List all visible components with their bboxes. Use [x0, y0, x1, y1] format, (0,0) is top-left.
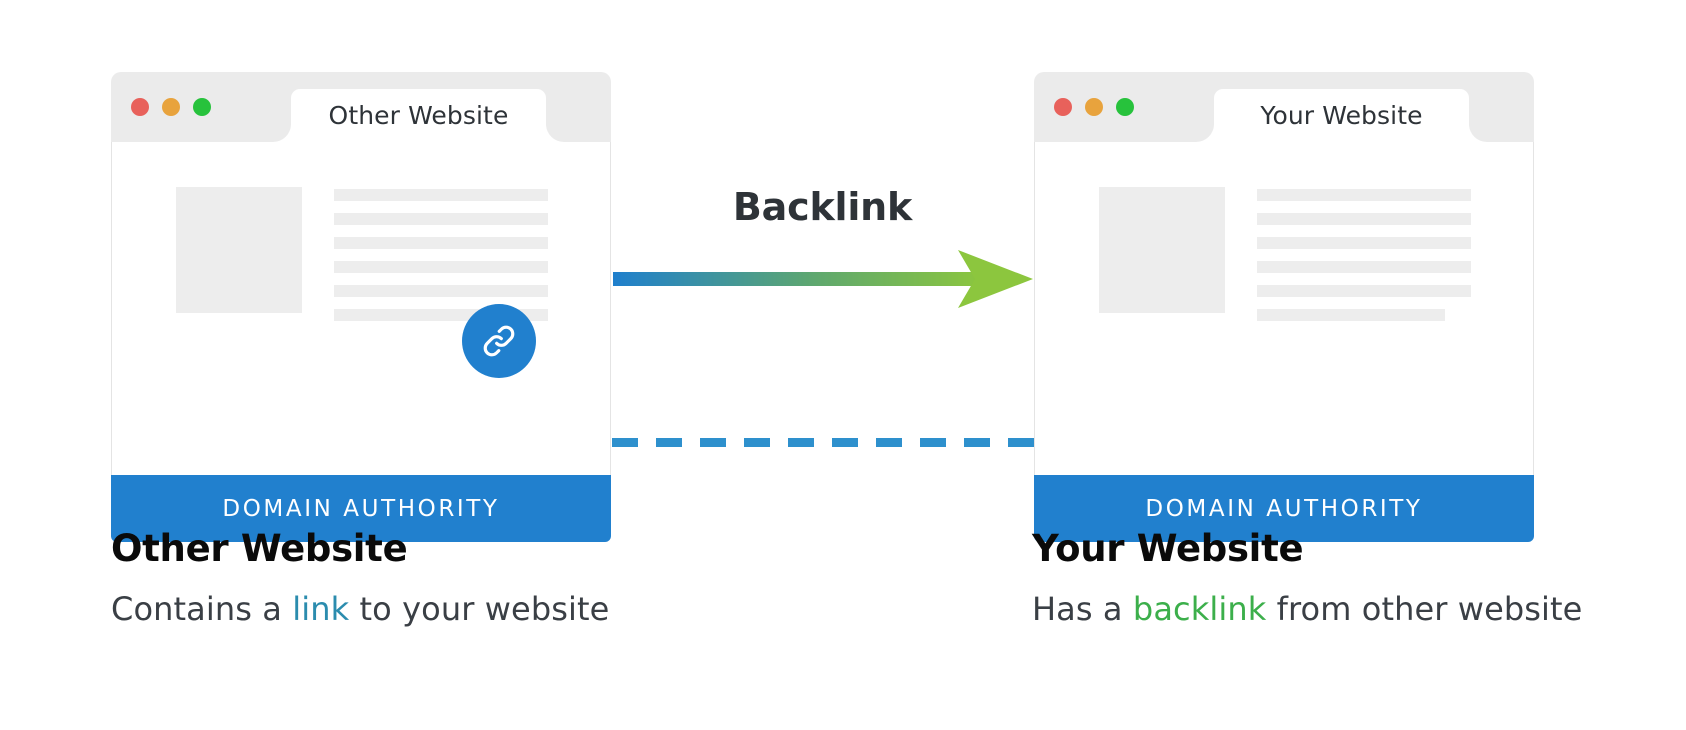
domain-authority-label: DOMAIN AUTHORITY: [222, 495, 500, 522]
caption-title: Other Website: [111, 527, 408, 570]
placeholder-line: [334, 285, 548, 297]
placeholder-line: [334, 237, 548, 249]
content-placeholder-block: [176, 187, 548, 321]
placeholder-line: [334, 213, 548, 225]
browser-window-your-website: Your Website DOMAIN AUTHORITY: [1034, 72, 1534, 542]
page-content-your-website: [1034, 142, 1534, 475]
backlink-arrow: [613, 245, 1033, 315]
close-dot-icon[interactable]: [131, 98, 149, 116]
image-placeholder: [176, 187, 302, 313]
placeholder-line: [334, 189, 548, 201]
window-controls: [131, 98, 211, 116]
caption-prefix: Has a: [1032, 590, 1133, 628]
placeholder-line: [1257, 213, 1471, 225]
caption-your-website: Your Website Has a backlink from other w…: [1032, 530, 1672, 625]
dashed-line-icon: [612, 438, 1034, 447]
link-icon: [483, 325, 515, 357]
placeholder-line: [1257, 189, 1471, 201]
maximize-dot-icon[interactable]: [193, 98, 211, 116]
browser-chrome-bar: Other Website: [111, 72, 611, 142]
minimize-dot-icon[interactable]: [1085, 98, 1103, 116]
text-placeholder-lines: [1257, 187, 1471, 321]
browser-tab-label: Your Website: [1260, 101, 1423, 130]
page-content-other-website: [111, 142, 611, 475]
caption-subtitle: Contains a link to your website: [111, 593, 751, 625]
placeholder-line: [334, 261, 548, 273]
browser-tab-your-website[interactable]: Your Website: [1196, 89, 1487, 142]
caption-keyword-backlink[interactable]: backlink: [1132, 590, 1267, 628]
minimize-dot-icon[interactable]: [162, 98, 180, 116]
tab-shoulder-right: [546, 124, 564, 142]
domain-authority-label: DOMAIN AUTHORITY: [1145, 495, 1423, 522]
tab-shoulder-left: [1196, 124, 1214, 142]
caption-other-website: Other Website Contains a link to your we…: [111, 530, 751, 625]
maximize-dot-icon[interactable]: [1116, 98, 1134, 116]
domain-authority-dashed-connector: [612, 432, 1034, 447]
caption-suffix: from other website: [1266, 590, 1583, 628]
backlink-label: Backlink: [732, 185, 913, 229]
tab-shoulder-right: [1469, 124, 1487, 142]
placeholder-line: [1257, 309, 1446, 321]
window-controls: [1054, 98, 1134, 116]
placeholder-line: [1257, 237, 1471, 249]
caption-suffix: to your website: [349, 590, 610, 628]
close-dot-icon[interactable]: [1054, 98, 1072, 116]
tab-shoulder-left: [273, 124, 291, 142]
placeholder-line: [1257, 285, 1471, 297]
content-placeholder-block: [1099, 187, 1471, 321]
domain-authority-bar-other-website: DOMAIN AUTHORITY: [111, 475, 611, 542]
browser-chrome-bar: Your Website: [1034, 72, 1534, 142]
image-placeholder: [1099, 187, 1225, 313]
browser-tab-other-website[interactable]: Other Website: [273, 89, 564, 142]
browser-window-other-website: Other Website: [111, 72, 611, 542]
caption-title: Your Website: [1032, 527, 1304, 570]
caption-prefix: Contains a: [111, 590, 293, 628]
placeholder-line: [1257, 261, 1471, 273]
domain-authority-bar-your-website: DOMAIN AUTHORITY: [1034, 475, 1534, 542]
browser-tab-label: Other Website: [328, 101, 509, 130]
backlink-arrow-icon: [613, 250, 1033, 308]
text-placeholder-lines: [334, 187, 548, 321]
caption-keyword-link[interactable]: link: [292, 590, 350, 628]
caption-subtitle: Has a backlink from other website: [1032, 593, 1672, 625]
link-icon-badge[interactable]: [462, 304, 536, 378]
